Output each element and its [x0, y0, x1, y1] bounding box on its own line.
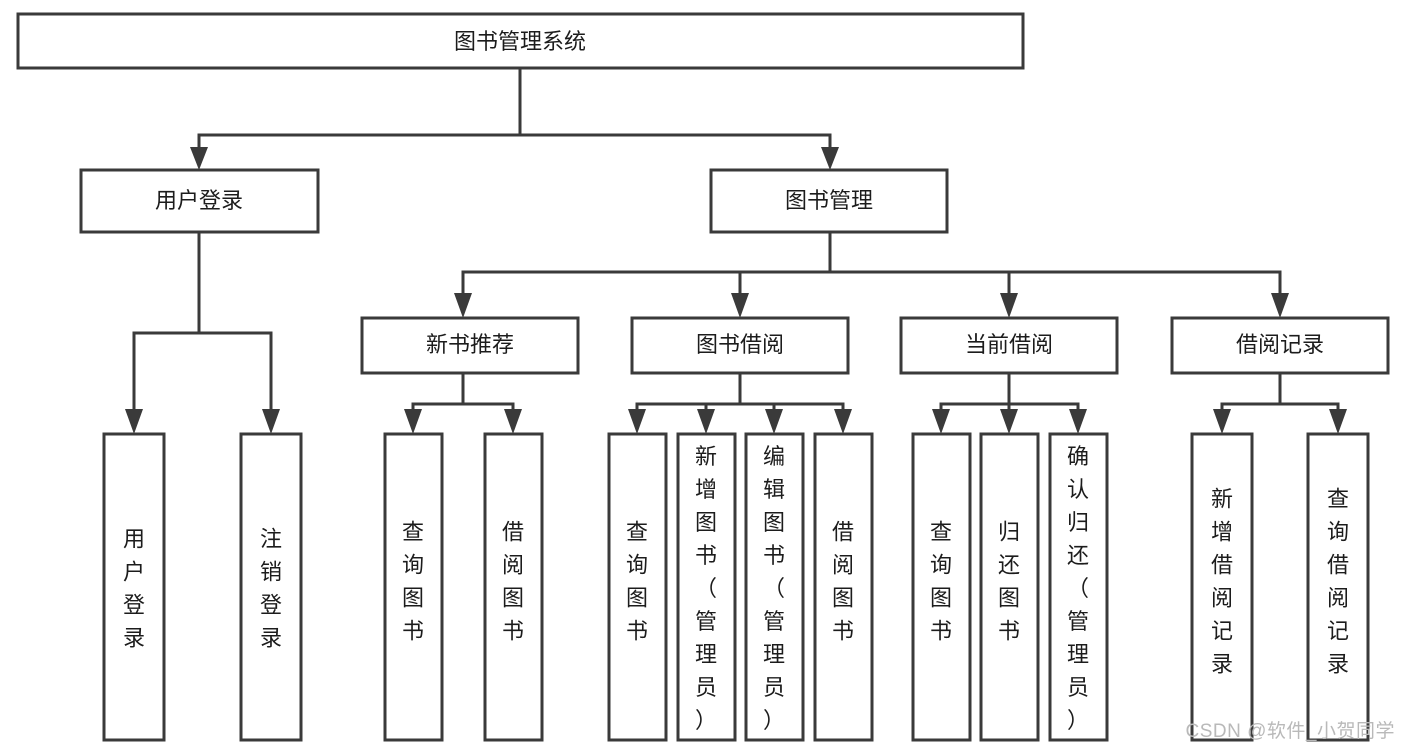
node-root-box[interactable]	[16, 12, 1025, 70]
node-root[interactable]: 图书管理系统	[16, 12, 1025, 70]
node-leaf-user-login-box[interactable]	[102, 432, 166, 742]
arrow-bookmgmt-to-record	[1271, 293, 1289, 318]
node-leaf-query-record[interactable]: 查询借阅记录	[1306, 432, 1370, 742]
node-leaf-add-book-box[interactable]	[676, 432, 737, 742]
node-leaf-query-book-1-label: 查询图书	[402, 520, 424, 644]
node-leaf-query-book-1-box[interactable]	[383, 432, 444, 742]
node-leaf-query-book-3-box[interactable]	[911, 432, 972, 742]
node-leaf-confirm-return[interactable]: 确认归还（管理员）	[1048, 432, 1109, 742]
arrow-root-to-book-mgmt	[821, 147, 839, 170]
node-leaf-return-book[interactable]: 归还图书	[979, 432, 1040, 742]
node-leaf-return-book-box[interactable]	[979, 432, 1040, 742]
node-leaf-query-book-1[interactable]: 查询图书	[383, 432, 444, 742]
node-leaf-add-record[interactable]: 新增借阅记录	[1190, 432, 1254, 742]
node-leaf-user-logout[interactable]: 注销登录	[239, 432, 303, 742]
arrow-borrowrecord-to-query	[1329, 409, 1347, 434]
node-leaf-confirm-return-box[interactable]	[1048, 432, 1109, 742]
node-book-mgmt-box[interactable]	[709, 168, 949, 234]
arrow-newbook-to-borrow	[504, 409, 522, 434]
node-leaf-query-book-2-label: 查询图书	[626, 520, 648, 644]
node-leaf-query-book-3-label: 查询图书	[930, 520, 952, 644]
node-new-book-rec[interactable]: 新书推荐	[360, 316, 580, 375]
connector-root-to-level2	[190, 66, 839, 170]
node-book-mgmt-label: 图书管理	[785, 188, 873, 213]
arrow-bookmgmt-to-newbook	[454, 293, 472, 318]
node-root-label: 图书管理系统	[454, 29, 586, 54]
arrow-root-to-user-login	[190, 147, 208, 170]
node-current-borrow-label: 当前借阅	[965, 332, 1053, 357]
arrow-userlogin-to-login	[125, 409, 143, 434]
node-book-borrow-box[interactable]	[630, 316, 850, 375]
node-current-borrow[interactable]: 当前借阅	[899, 316, 1119, 375]
node-current-borrow-box[interactable]	[899, 316, 1119, 375]
node-leaf-add-book-label: 新增图书（管理员）	[695, 444, 717, 733]
arrow-currentborrow-to-query	[932, 409, 950, 434]
node-user-login[interactable]: 用户登录	[79, 168, 320, 234]
node-leaf-query-book-2[interactable]: 查询图书	[607, 432, 668, 742]
node-leaf-user-logout-box[interactable]	[239, 432, 303, 742]
arrow-newbook-to-query	[404, 409, 422, 434]
node-leaf-user-login[interactable]: 用户登录	[102, 432, 166, 742]
node-leaf-edit-book-box[interactable]	[744, 432, 805, 742]
node-leaf-borrow-book-2-box[interactable]	[813, 432, 874, 742]
node-leaf-add-record-label: 新增借阅记录	[1211, 487, 1233, 677]
node-book-mgmt[interactable]: 图书管理	[709, 168, 949, 234]
node-leaf-edit-book[interactable]: 编辑图书（管理员）	[744, 432, 805, 742]
node-leaf-query-record-box[interactable]	[1306, 432, 1370, 742]
node-leaf-borrow-book-2[interactable]: 借阅图书	[813, 432, 874, 742]
node-leaf-borrow-book-2-label: 借阅图书	[832, 520, 854, 644]
node-leaf-query-record-label: 查询借阅记录	[1327, 487, 1349, 677]
connector-newbook-to-leaves	[404, 371, 522, 434]
arrow-currentborrow-to-return	[1000, 409, 1018, 434]
arrow-bookborrow-to-borrow	[834, 409, 852, 434]
node-book-borrow[interactable]: 图书借阅	[630, 316, 850, 375]
node-leaf-borrow-book-1[interactable]: 借阅图书	[483, 432, 544, 742]
node-leaf-query-book-3[interactable]: 查询图书	[911, 432, 972, 742]
node-leaf-confirm-return-label: 确认归还（管理员）	[1067, 444, 1089, 733]
arrow-bookborrow-to-query	[628, 409, 646, 434]
node-new-book-rec-label: 新书推荐	[426, 332, 514, 357]
node-borrow-record[interactable]: 借阅记录	[1170, 316, 1390, 375]
connector-userlogin-to-leaves	[125, 230, 280, 434]
node-leaf-user-logout-label: 注销登录	[260, 527, 282, 651]
connector-borrowrecord-to-leaves	[1213, 371, 1347, 434]
node-leaf-add-book[interactable]: 新增图书（管理员）	[676, 432, 737, 742]
arrow-borrowrecord-to-add	[1213, 409, 1231, 434]
node-leaf-return-book-label: 归还图书	[998, 520, 1020, 644]
connector-bookborrow-to-leaves	[628, 371, 852, 434]
arrow-bookborrow-to-edit	[765, 409, 783, 434]
arrow-bookmgmt-to-current	[1000, 293, 1018, 318]
node-leaf-query-book-2-box[interactable]	[607, 432, 668, 742]
arrow-bookborrow-to-add	[697, 409, 715, 434]
node-leaf-add-record-box[interactable]	[1190, 432, 1254, 742]
node-borrow-record-box[interactable]	[1170, 316, 1390, 375]
connector-bookmgmt-to-level3	[454, 230, 1289, 318]
arrow-currentborrow-to-confirm	[1069, 409, 1087, 434]
arrow-userlogin-to-logout	[262, 409, 280, 434]
node-new-book-rec-box[interactable]	[360, 316, 580, 375]
node-leaf-borrow-book-1-box[interactable]	[483, 432, 544, 742]
node-leaf-user-login-label: 用户登录	[123, 527, 145, 651]
node-user-login-box[interactable]	[79, 168, 320, 234]
node-leaf-edit-book-label: 编辑图书（管理员）	[763, 444, 785, 733]
arrow-bookmgmt-to-borrow	[731, 293, 749, 318]
connector-currentborrow-to-leaves	[932, 371, 1087, 434]
node-borrow-record-label: 借阅记录	[1236, 332, 1324, 357]
node-leaf-borrow-book-1-label: 借阅图书	[502, 520, 524, 644]
node-book-borrow-label: 图书借阅	[696, 332, 784, 357]
node-user-login-label: 用户登录	[155, 188, 243, 213]
